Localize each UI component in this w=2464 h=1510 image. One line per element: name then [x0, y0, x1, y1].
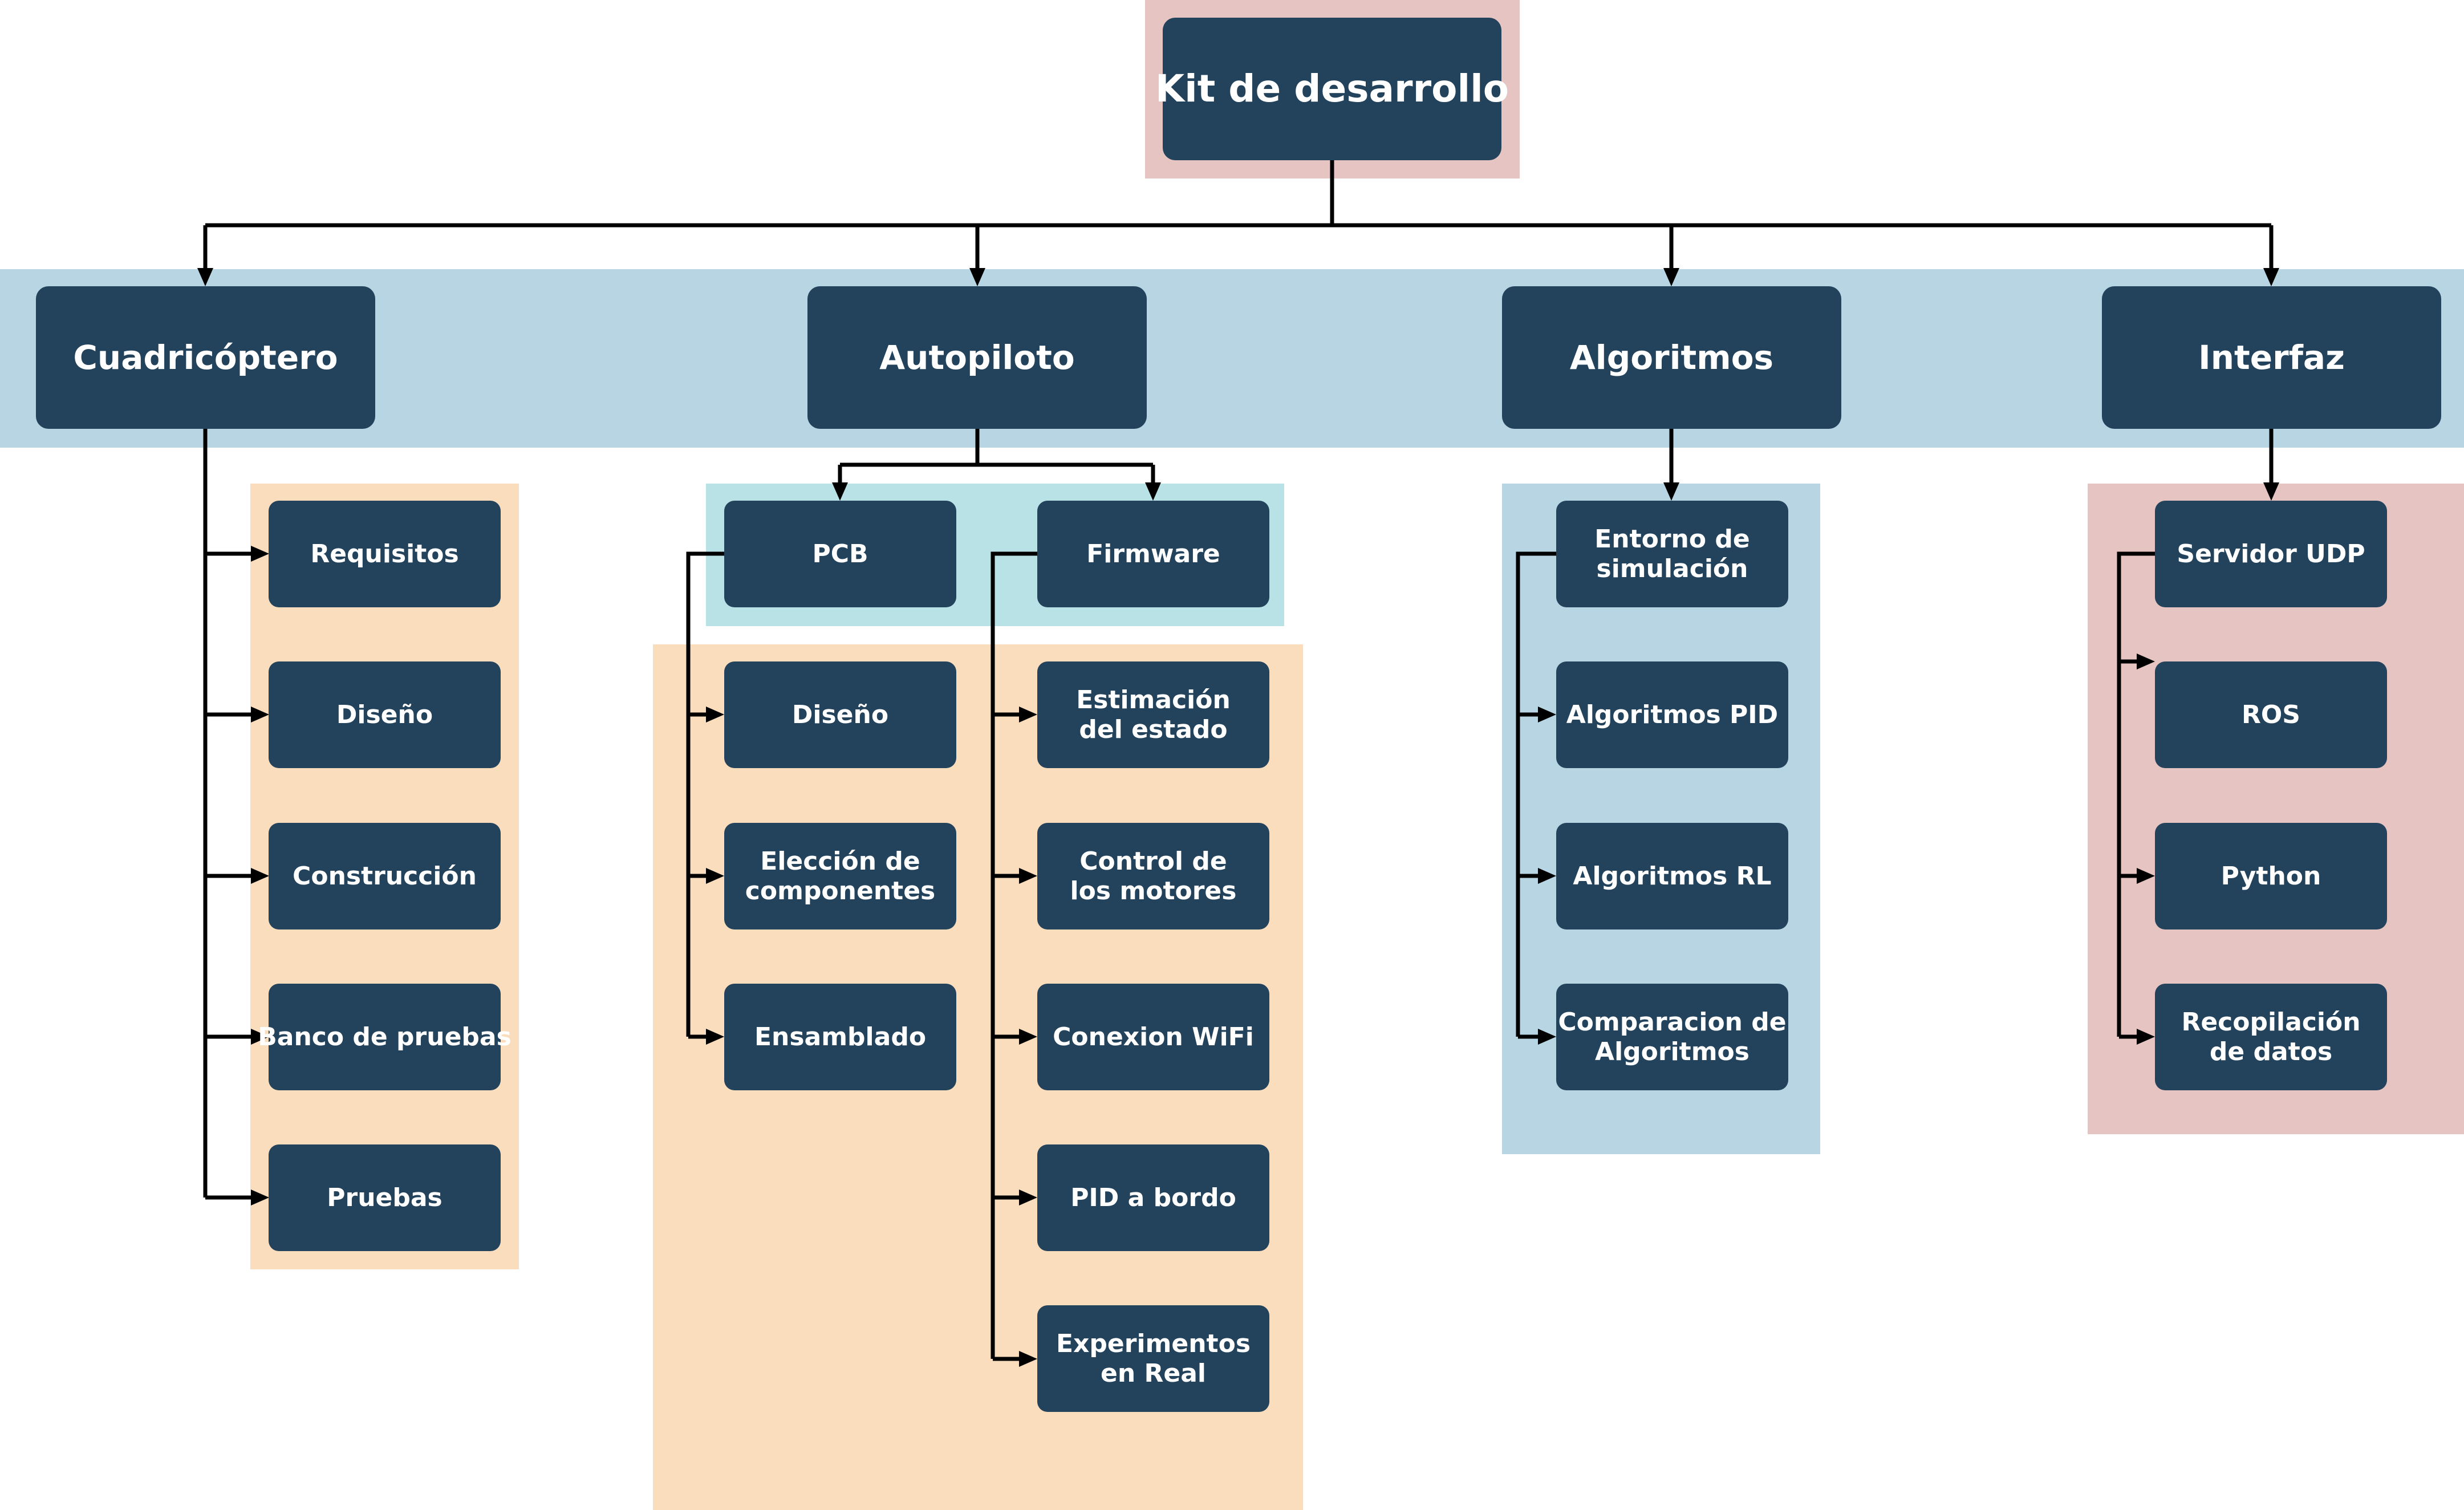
pcb-item-diseno: Diseño: [724, 661, 956, 768]
firmware-item-experimentos-en-real: Experimentos en Real: [1037, 1305, 1269, 1412]
algoritmos-item-comparacion-de-algoritmos: Comparacion de Algoritmos: [1556, 984, 1788, 1090]
category-band: [0, 269, 2464, 448]
category-interfaz: Interfaz: [2102, 286, 2441, 429]
root-node: Kit de desarrollo: [1155, 18, 1509, 160]
cuadricoptero-item-construccion: Construcción: [269, 823, 501, 929]
interfaz-item-servidor-udp: Servidor UDP: [2155, 501, 2387, 607]
autopiloto-firmware: Firmware: [1037, 501, 1269, 607]
firmware-item-conexion-wifi: Conexion WiFi: [1037, 984, 1269, 1090]
autopiloto-pcb: PCB: [724, 501, 956, 607]
algoritmos-item-entorno-de-simulacion: Entorno de simulación: [1556, 501, 1788, 607]
category-autopiloto: Autopiloto: [807, 286, 1147, 429]
cuadricoptero-item-pruebas: Pruebas: [269, 1144, 501, 1251]
firmware-item-control-de-los-motores: Control de los motores: [1037, 823, 1269, 929]
firmware-item-pid-a-bordo: PID a bordo: [1037, 1144, 1269, 1251]
pcb-item-ensamblado: Ensamblado: [724, 984, 956, 1090]
interfaz-item-ros: ROS: [2155, 661, 2387, 768]
algoritmos-item-algoritmos-pid: Algoritmos PID: [1556, 661, 1788, 768]
cuadricoptero-item-banco-de-pruebas: Banco de pruebas: [258, 984, 512, 1090]
interfaz-item-recopilacion-de-datos: Recopilación de datos: [2155, 984, 2387, 1090]
category-algoritmos: Algoritmos: [1502, 286, 1841, 429]
cuadricoptero-item-requisitos: Requisitos: [269, 501, 501, 607]
cuadricoptero-item-diseno: Diseño: [269, 661, 501, 768]
category-cuadricoptero: Cuadricóptero: [36, 286, 375, 429]
algoritmos-item-algoritmos-rl: Algoritmos RL: [1556, 823, 1788, 929]
pcb-item-eleccion-de-componentes: Elección de componentes: [724, 823, 956, 929]
interfaz-item-python: Python: [2155, 823, 2387, 929]
firmware-item-estimacion-del-estado: Estimación del estado: [1037, 661, 1269, 768]
